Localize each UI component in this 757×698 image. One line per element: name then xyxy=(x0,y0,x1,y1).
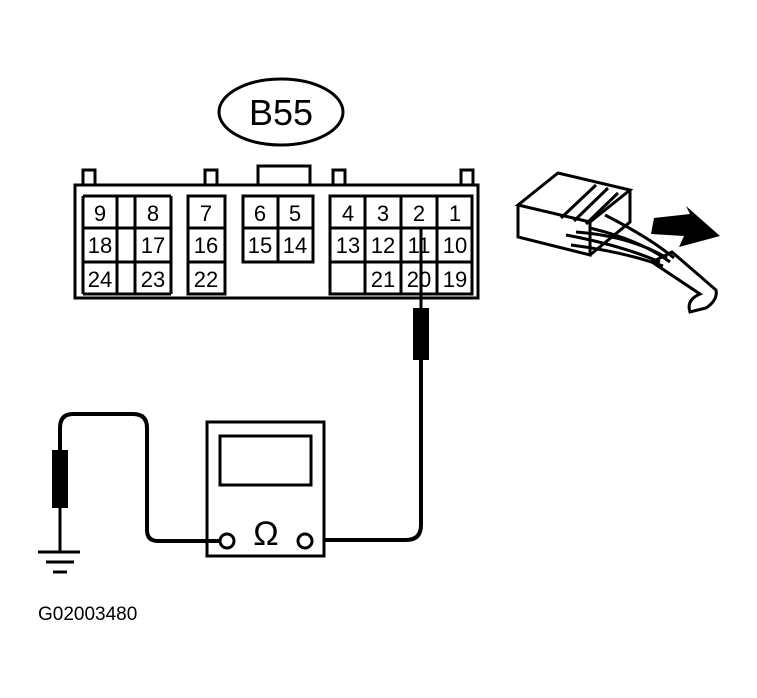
pin-15: 15 xyxy=(248,233,272,258)
pin-13: 13 xyxy=(336,233,360,258)
pin-24: 24 xyxy=(88,267,112,292)
pin-7: 7 xyxy=(200,201,212,226)
pin-14: 14 xyxy=(283,233,307,258)
pin-16: 16 xyxy=(194,233,218,258)
meter-terminal-positive xyxy=(296,532,314,550)
pin-23: 23 xyxy=(141,267,165,292)
figure-id: G02003480 xyxy=(38,604,137,625)
pin-11: 11 xyxy=(408,233,431,258)
ground-icon xyxy=(38,550,80,574)
positive-probe xyxy=(320,228,429,542)
pin-21: 21 xyxy=(371,267,395,292)
pin-3: 3 xyxy=(377,201,389,226)
ohmmeter: Ω xyxy=(205,420,326,558)
harness-connector-icon xyxy=(514,171,718,314)
meter-terminal-negative xyxy=(218,532,236,550)
pin-1: 1 xyxy=(449,201,461,226)
pin-20: 20 xyxy=(407,267,431,292)
connector-face xyxy=(73,164,480,300)
view-direction-arrow-icon xyxy=(651,206,720,247)
pin-2: 2 xyxy=(413,201,425,226)
pin-10: 10 xyxy=(443,233,467,258)
pin-5: 5 xyxy=(289,201,301,226)
pin-6: 6 xyxy=(254,201,266,226)
pin-18: 18 xyxy=(88,233,112,258)
pin-12: 12 xyxy=(371,233,395,258)
connector-label: B55 xyxy=(217,77,345,147)
pin-8: 8 xyxy=(147,201,159,226)
connector-pins: 9 8 7 6 5 4 3 2 1 18 17 16 15 14 13 12 1… xyxy=(88,201,467,292)
ohm-symbol: Ω xyxy=(253,515,278,553)
pin-4: 4 xyxy=(342,201,354,226)
pin-22: 22 xyxy=(194,267,218,292)
pin-19: 19 xyxy=(443,267,467,292)
connector-id: B55 xyxy=(249,92,313,133)
pin-9: 9 xyxy=(94,201,106,226)
ground-lead xyxy=(52,412,220,552)
pin-17: 17 xyxy=(141,233,165,258)
